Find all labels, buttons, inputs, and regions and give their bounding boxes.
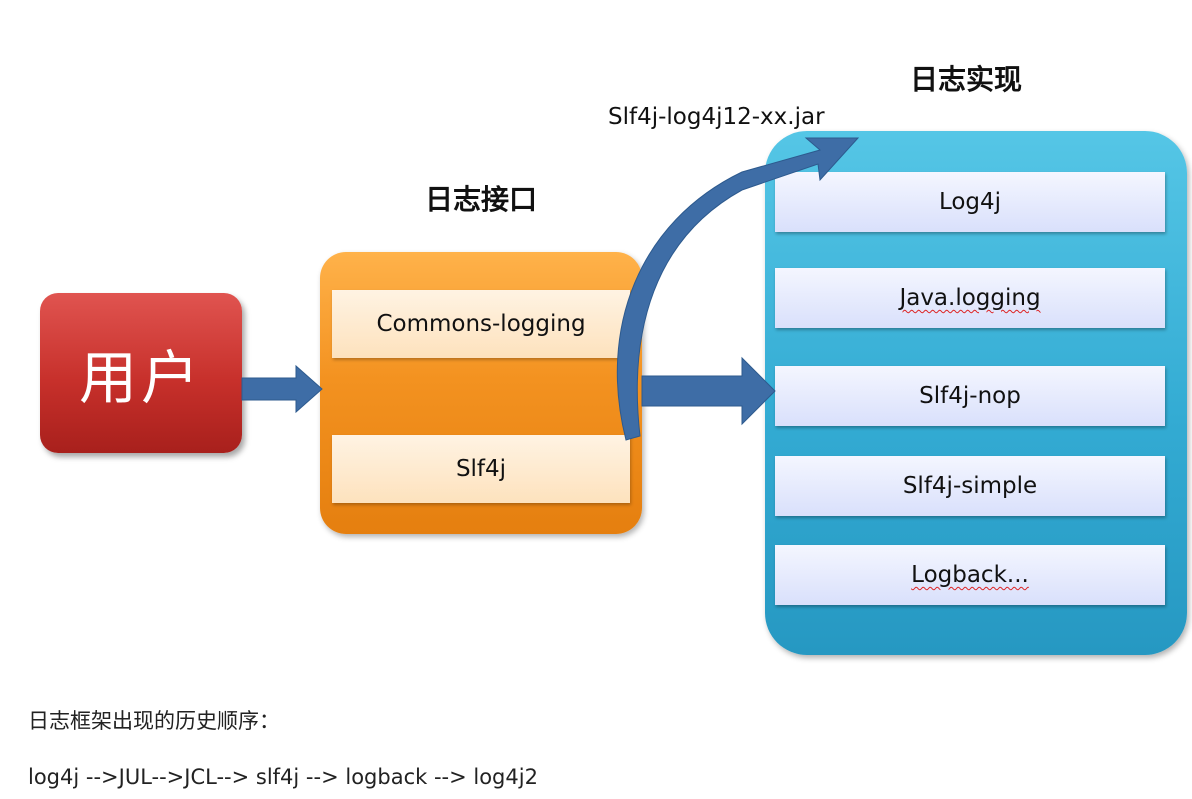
user-to-interface-arrow bbox=[241, 364, 323, 414]
history-sequence: log4j -->JUL-->JCL--> slf4j --> logback … bbox=[28, 765, 538, 789]
implementation-item-label: Java.logging bbox=[899, 285, 1041, 311]
interface-item-label: Slf4j bbox=[455, 456, 507, 482]
interface-item-commons-logging: Commons-logging bbox=[332, 290, 630, 358]
implementation-item-label: Slf4j-simple bbox=[902, 473, 1038, 499]
implementation-item-label: Slf4j-nop bbox=[919, 383, 1021, 409]
implementation-item-slf4j-simple: Slf4j-simple bbox=[775, 456, 1165, 516]
implementation-item-label: Log4j bbox=[938, 189, 1002, 215]
interface-to-implementation-arrow bbox=[641, 356, 776, 426]
jar-label: Slf4j-log4j12-xx.jar bbox=[608, 104, 825, 130]
interface-item-slf4j: Slf4j bbox=[332, 435, 630, 503]
implementation-item-slf4j-nop: Slf4j-nop bbox=[775, 366, 1165, 426]
user-label: 用户 bbox=[78, 344, 203, 412]
slf4j-to-log4j-curved-arrow bbox=[616, 137, 860, 441]
interface-item-label: Commons-logging bbox=[376, 311, 586, 337]
interface-heading: 日志接口 bbox=[425, 183, 538, 216]
implementation-heading: 日志实现 bbox=[910, 63, 1023, 96]
implementation-item-java-logging: Java.logging bbox=[775, 268, 1165, 328]
implementation-item-logback: Logback... bbox=[775, 545, 1165, 605]
implementation-item-label: Logback... bbox=[911, 562, 1029, 588]
implementation-item-log4j: Log4j bbox=[775, 172, 1165, 232]
user-box: 用户 bbox=[40, 293, 242, 453]
history-title: 日志框架出现的历史顺序： bbox=[28, 709, 280, 733]
